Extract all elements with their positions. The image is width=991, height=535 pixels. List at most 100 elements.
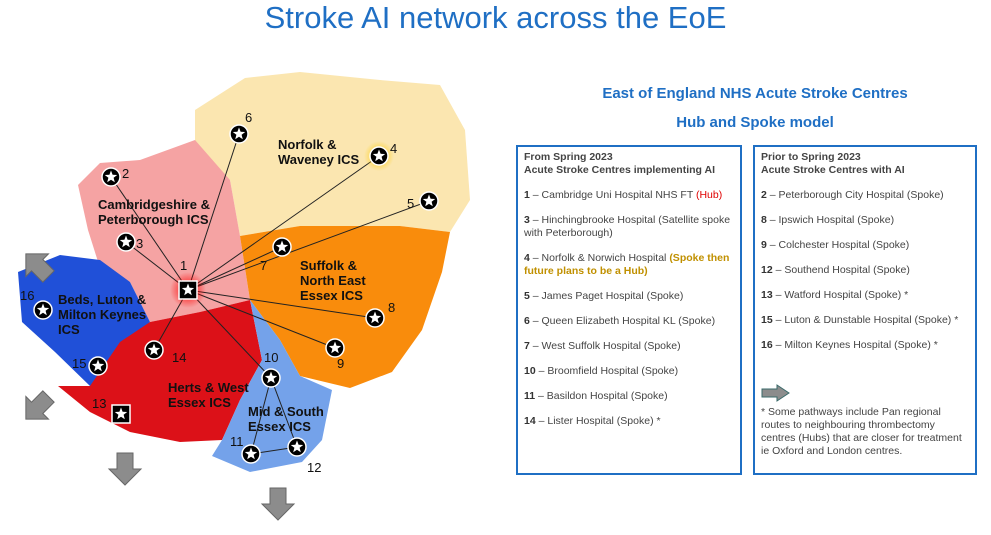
- star-icon: [328, 341, 342, 354]
- marker-number: 11: [230, 434, 244, 449]
- centre-tag: (Hub): [695, 189, 723, 201]
- link-line: [187, 200, 430, 291]
- hospital-marker-5[interactable]: [419, 191, 439, 211]
- arrow-icon: [761, 384, 790, 402]
- hospital-marker-6[interactable]: [229, 124, 249, 144]
- centre-name: – Milton Keynes Hospital (Spoke) *: [772, 339, 938, 351]
- centre-item: 5 – James Paget Hospital (Spoke): [524, 290, 734, 303]
- centre-number: 9: [761, 239, 767, 251]
- centre-item: 3 – Hinchingbrooke Hospital (Satellite s…: [524, 214, 734, 240]
- centre-item: 8 – Ipswich Hospital (Spoke): [761, 214, 969, 227]
- region-map: [14, 72, 470, 521]
- hospital-marker-4[interactable]: [369, 146, 389, 166]
- marker-number: 14: [172, 350, 187, 365]
- link-line: [187, 289, 336, 349]
- star-icon: [422, 194, 436, 207]
- star-icon: [275, 240, 289, 253]
- arrow-icon-s1: [108, 452, 142, 486]
- star-icon: [104, 170, 118, 183]
- centre-item: 16 – Milton Keynes Hospital (Spoke) *: [761, 339, 969, 352]
- centre-name: – Basildon Hospital (Spoke): [535, 390, 668, 402]
- box-heading: From Spring 2023: [524, 151, 613, 163]
- marker-number: 15: [72, 356, 87, 371]
- centre-name: – James Paget Hospital (Spoke): [529, 290, 684, 302]
- hospital-marker-16[interactable]: [33, 300, 53, 320]
- link-line: [250, 377, 272, 455]
- centre-number: 6: [524, 315, 530, 327]
- marker-number: 6: [245, 110, 253, 125]
- centre-number: 7: [524, 340, 530, 352]
- subtitle-centres: East of England NHS Acute Stroke Centres: [602, 85, 908, 102]
- region-label-suffolk: Suffolk & North East Essex ICS: [300, 258, 366, 303]
- region-label-essex: Mid & South Essex ICS: [248, 404, 324, 434]
- region-label-herts: Herts & West Essex ICS: [168, 380, 249, 410]
- hospital-marker-13[interactable]: [111, 404, 131, 424]
- region-suffolk: [240, 226, 450, 388]
- star-icon: [232, 127, 246, 140]
- marker-number: 1: [180, 258, 188, 273]
- centre-item: 13 – Watford Hospital (Spoke) *: [761, 289, 969, 302]
- hospital-marker-9[interactable]: [325, 338, 345, 358]
- region-label-norfolk: Norfolk & Waveney ICS: [278, 137, 360, 167]
- centre-name: – West Suffolk Hospital (Spoke): [529, 340, 681, 352]
- hospital-marker-1[interactable]: [178, 280, 198, 300]
- hospital-marker-7[interactable]: [272, 237, 292, 257]
- hospital-marker-15[interactable]: [88, 356, 108, 376]
- centre-name: – Ipswich Hospital (Spoke): [766, 214, 895, 226]
- marker-number: 4: [390, 141, 398, 156]
- centre-number: 8: [761, 214, 767, 226]
- centre-name: – Hinchingbrooke Hospital (Satellite spo…: [524, 214, 731, 239]
- centre-item: 6 – Queen Elizabeth Hospital KL (Spoke): [524, 315, 734, 328]
- link-line: [187, 155, 380, 291]
- link-line: [110, 176, 189, 291]
- centre-item: 14 – Lister Hospital (Spoke) *: [524, 415, 734, 428]
- centre-item: 1 – Cambridge Uni Hospital NHS FT (Hub): [524, 189, 734, 202]
- centre-number: 11: [524, 390, 536, 402]
- centre-name: – Norfolk & Norwich Hospital: [529, 252, 670, 264]
- star-icon: [147, 343, 161, 356]
- star-icon: [114, 407, 128, 420]
- star-icon: [244, 447, 258, 460]
- star-icon: [368, 311, 382, 324]
- region-label-cambs: Cambridgeshire & Peterborough ICS: [98, 197, 210, 227]
- centre-name: – Colchester Hospital (Spoke): [766, 239, 910, 251]
- link-line: [187, 289, 376, 319]
- page-title: Stroke AI network across the EoE: [264, 0, 727, 35]
- hospital-marker-8[interactable]: [365, 308, 385, 328]
- marker-number: 9: [337, 356, 345, 371]
- marker-number: 10: [264, 350, 279, 365]
- centre-number: 5: [524, 290, 530, 302]
- centre-item: 10 – Broomfield Hospital (Spoke): [524, 365, 734, 378]
- hospital-marker-3[interactable]: [116, 232, 136, 252]
- marker-number: 7: [260, 258, 268, 273]
- centre-name: – Queen Elizabeth Hospital KL (Spoke): [529, 315, 716, 327]
- hospital-marker-14[interactable]: [144, 340, 164, 360]
- marker-number: 16: [20, 288, 35, 303]
- centre-item: 9 – Colchester Hospital (Spoke): [761, 239, 969, 252]
- hospital-marker-11[interactable]: [241, 444, 261, 464]
- centre-item: 12 – Southend Hospital (Spoke): [761, 264, 969, 277]
- marker-number: 5: [407, 196, 415, 211]
- link-line: [270, 377, 298, 448]
- subtitle-model: Hub and Spoke model: [676, 114, 834, 131]
- centre-tag: (Spoke then future plans to be a Hub): [524, 252, 730, 277]
- centre-number: 12: [761, 264, 773, 276]
- centre-number: 16: [761, 339, 773, 351]
- centre-item: 2 – Peterborough City Hospital (Spoke): [761, 189, 969, 202]
- star-icon: [91, 359, 105, 372]
- marker-number: 12: [307, 460, 322, 475]
- centre-name: – Peterborough City Hospital (Spoke): [766, 189, 944, 201]
- centre-number: 13: [761, 289, 773, 301]
- hospital-marker-2[interactable]: [101, 167, 121, 187]
- region-norfolk: [195, 72, 470, 236]
- star-icon: [119, 235, 133, 248]
- region-herts: [58, 300, 262, 442]
- centre-number: 10: [524, 365, 536, 377]
- centre-name: – Southend Hospital (Spoke): [772, 264, 910, 276]
- link-line: [187, 133, 240, 291]
- hospital-marker-12[interactable]: [287, 437, 307, 457]
- centre-item: 7 – West Suffolk Hospital (Spoke): [524, 340, 734, 353]
- hospital-marker-10[interactable]: [261, 368, 281, 388]
